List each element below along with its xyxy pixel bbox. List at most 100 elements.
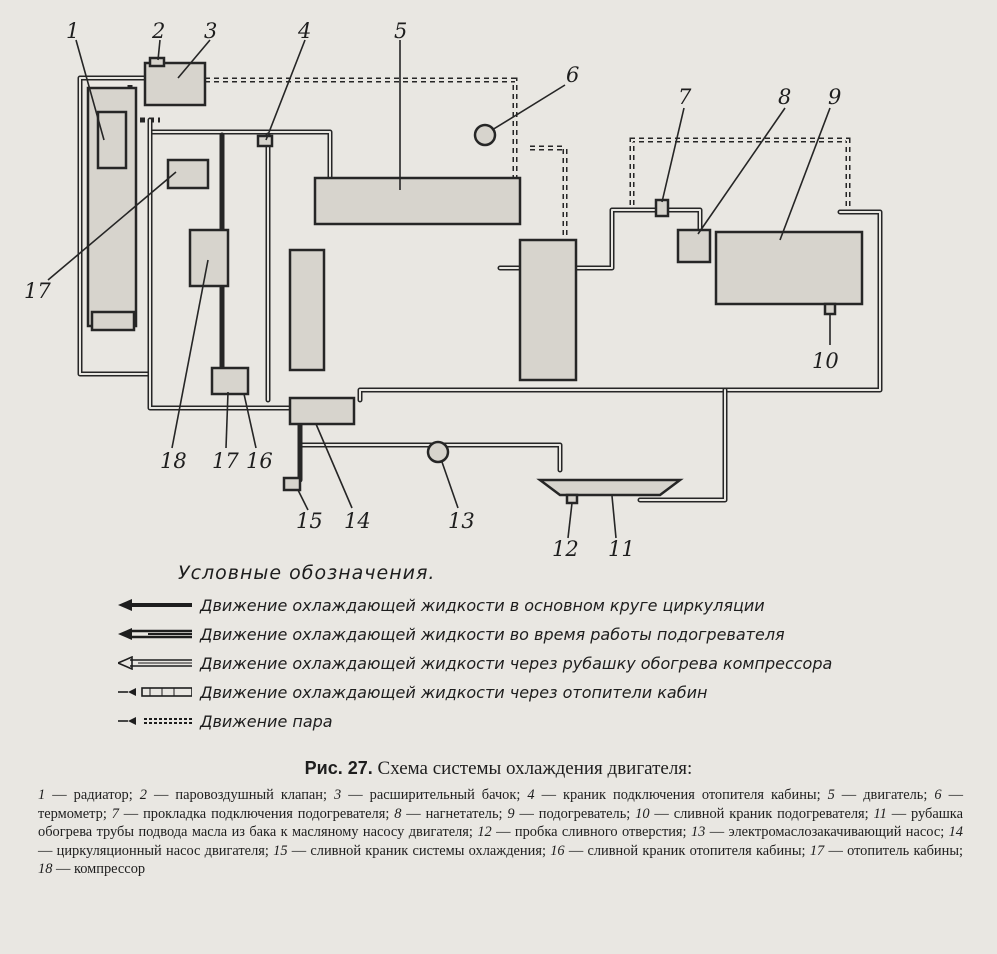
cab-heater-pipes: [147, 117, 303, 483]
label-1: 1: [66, 19, 79, 43]
caption-part-number: 13: [690, 824, 706, 841]
caption-part-text: термометр;: [38, 805, 107, 822]
heater-steam-loop: [629, 137, 851, 210]
caption-part-text: отопитель кабины;: [847, 842, 963, 859]
heater: [714, 230, 864, 306]
label-10: 10: [812, 349, 839, 373]
arrow-compressor-jacket-icon: [118, 656, 192, 670]
caption-part-text: рубашка обогрева трубы подвода масла из …: [38, 805, 963, 841]
figure-caption: Рис. 27. Схема системы охлаждения двигат…: [0, 758, 997, 780]
legend-title: Условные обозначения.: [178, 562, 436, 584]
cooling-system-diagram: 1 2 3 4 5 6 7 8 9 10 11 12 13 14 15 16 1…: [24, 19, 883, 560]
legend-text: Движение охлаждающей жидкости во время р…: [200, 624, 785, 644]
caption-part-text: компрессор: [73, 861, 146, 878]
engine-body: [518, 238, 578, 382]
caption-parts-list: 1 — радиатор; 2 — паровоздушный клапан; …: [38, 787, 963, 878]
label-17b: 17: [24, 279, 51, 303]
expansion-tank: [143, 61, 207, 107]
label-12: 12: [552, 537, 579, 560]
caption-part-number: 4: [527, 787, 535, 803]
compressor: [188, 228, 230, 288]
caption-part-number: 15: [273, 842, 288, 859]
heater-connection-gasket: [654, 198, 670, 218]
legend-text: Движение охлаждающей жидкости через отоп…: [200, 682, 708, 702]
caption-part-number: 5: [827, 787, 835, 803]
legend-item-steam: Движение пара: [118, 708, 333, 734]
cab-heater-cock: [256, 134, 274, 148]
legend-text: Движение охлаждающей жидкости через руба…: [200, 653, 833, 673]
caption-part-number: 6: [934, 787, 942, 803]
caption-part-number: 9: [507, 805, 515, 822]
top-return-pipe: [147, 129, 333, 201]
legend-item-heater-operation: Движение охлаждающей жидкости во время р…: [118, 621, 785, 647]
caption-part-number: 1: [38, 787, 46, 803]
label-4: 4: [297, 19, 311, 43]
caption-part-text: циркуляционный насос двигателя;: [56, 842, 269, 859]
caption-part-text: пробка сливного отверстия;: [514, 824, 687, 841]
engine-block: [313, 176, 522, 226]
oil-pump: [426, 440, 450, 464]
label-9: 9: [828, 85, 841, 109]
caption-part-text: двигатель;: [863, 787, 928, 803]
legend-item-cab-heaters: Движение охлаждающей жидкости через отоп…: [118, 679, 707, 705]
drain-plug: [565, 493, 579, 505]
caption-part-text: нагнетатель;: [425, 805, 503, 822]
label-13: 13: [448, 509, 475, 533]
oil-pipe-heating-jacket: [536, 478, 684, 497]
engine-front: [288, 248, 326, 372]
caption-part-text: подогреватель;: [538, 805, 631, 822]
caption-part-number: 18: [38, 861, 53, 878]
cab-heater-lower: [210, 366, 250, 396]
legend-item-main-circulation: Движение охлаждающей жидкости в основном…: [118, 592, 765, 618]
figure-title: Схема системы охлаждения двигателя:: [377, 758, 693, 779]
label-6: 6: [566, 63, 579, 87]
heater-drain-cock: [823, 302, 837, 316]
caption-part-text: сливной краник подогревателя;: [673, 805, 869, 822]
blower: [676, 228, 712, 264]
cooling-system-drain-cock: [282, 476, 302, 492]
label-8: 8: [778, 85, 791, 109]
caption-part-number: 3: [334, 787, 342, 803]
caption-part-number: 8: [394, 805, 402, 822]
label-11: 11: [608, 537, 635, 560]
caption-part-number: 11: [873, 805, 887, 822]
compressor-jacket-pipe: [297, 387, 728, 503]
legend-text: Движение охлаждающей жидкости в основном…: [200, 595, 765, 615]
radiator: [86, 86, 138, 328]
label-7: 7: [678, 85, 692, 109]
label-3: 3: [204, 19, 217, 43]
caption-part-number: 14: [948, 824, 963, 841]
thermometer: [473, 123, 497, 147]
caption-part-number: 17: [809, 842, 825, 859]
arrow-cab-heaters-icon: [118, 687, 192, 697]
part-number-labels: 1 2 3 4 5 6 7 8 9 10 11 12 13 14 15 16 1…: [24, 19, 841, 560]
caption-part-text: прокладка подключения подогревателя;: [143, 805, 390, 822]
caption-part-number: 10: [635, 805, 650, 822]
caption-part-number: 2: [139, 787, 147, 803]
radiator-bottom-tank: [90, 310, 136, 332]
label-16: 16: [246, 449, 273, 473]
caption-part-text: расширительный бачок;: [369, 787, 521, 803]
leader-lines: [47, 39, 831, 539]
label-17a: 17: [212, 449, 239, 473]
label-18: 18: [160, 449, 187, 473]
caption-part-text: радиатор;: [73, 787, 133, 803]
caption-part-text: сливной краник системы охлаждения;: [310, 842, 546, 859]
label-5: 5: [394, 19, 407, 43]
legend-text: Движение пара: [200, 711, 333, 731]
label-2: 2: [151, 19, 165, 43]
label-15: 15: [296, 509, 323, 533]
legend-item-compressor-jacket: Движение охлаждающей жидкости через руба…: [118, 650, 832, 676]
caption-part-text: сливной краник отопителя кабины;: [587, 842, 806, 859]
caption-part-number: 12: [477, 824, 492, 841]
caption-part-text: паровоздушный клапан;: [175, 787, 328, 803]
arrow-heater-operation-icon: [118, 628, 192, 640]
caption-part-number: 7: [111, 805, 119, 822]
radiator-outer-pipe: [77, 75, 153, 377]
arrow-main-circulation-icon: [118, 599, 192, 611]
figure-label: Рис. 27.: [304, 758, 373, 778]
arrow-steam-icon: [118, 717, 192, 725]
label-14: 14: [344, 509, 371, 533]
steam-air-valve: [148, 56, 166, 68]
caption-part-text: краник подключения отопителя кабины;: [563, 787, 821, 803]
